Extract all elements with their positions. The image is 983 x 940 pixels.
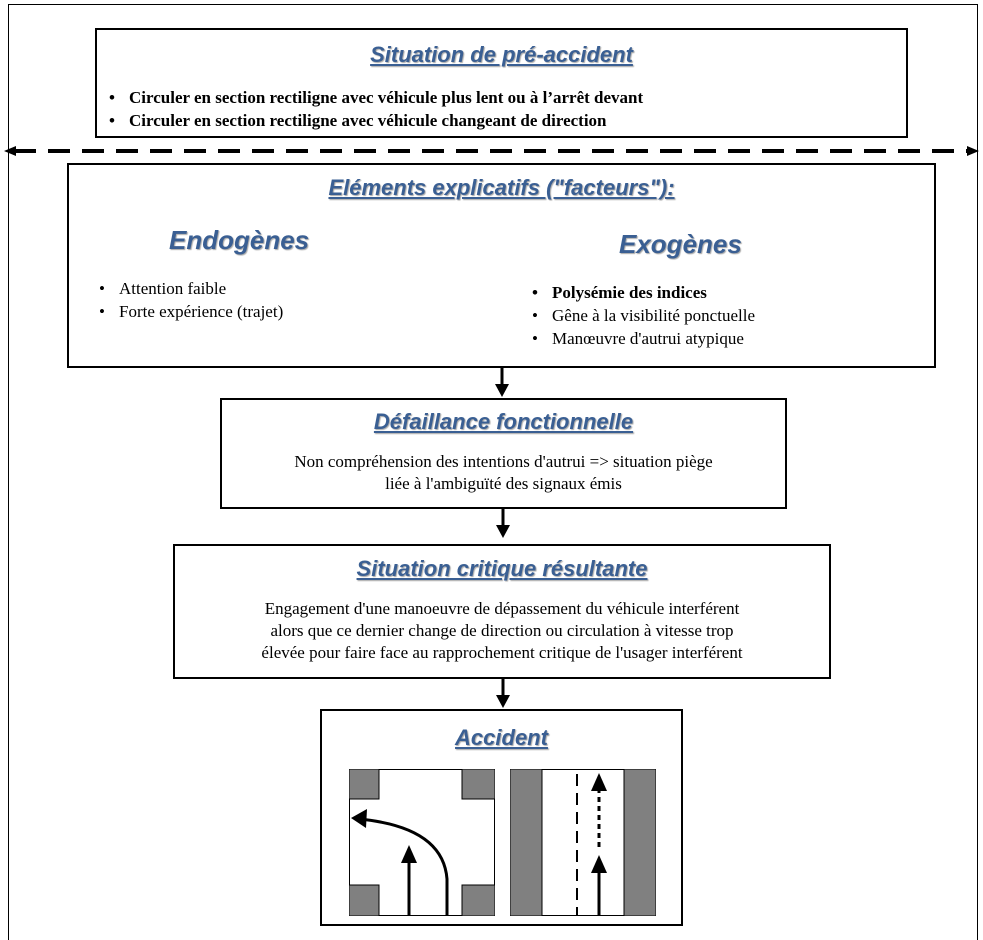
left-arrowhead-icon (4, 146, 16, 156)
failure-box: Défaillance fonctionnelle Non compréhens… (220, 398, 787, 509)
factors-box: Eléments explicatifs ("facteurs"): Endog… (67, 163, 936, 368)
arrow-down-icon (496, 679, 510, 708)
exogenous-title: Exogènes (619, 229, 742, 259)
accident-box: Accident (320, 709, 683, 926)
corner-block (349, 769, 380, 800)
failure-title: Défaillance fonctionnelle (373, 409, 634, 434)
overtaking-road-diagram (510, 769, 656, 916)
outer-frame (8, 4, 978, 940)
straight-arrowhead-icon (401, 845, 417, 863)
turn-path (358, 817, 449, 916)
exogenous-item-3: Manœuvre d'autrui atypique (524, 327, 755, 350)
critical-box: Situation critique résultante Engagement… (173, 544, 831, 679)
corner-block (461, 884, 495, 916)
exogenous-item-2: Gêne à la visibilité ponctuelle (524, 304, 755, 327)
right-arrowhead-icon (967, 146, 979, 156)
pre-accident-title: Situation de pré-accident (370, 42, 633, 67)
pre-accident-item-2: Circuler en section rectiligne avec véhi… (101, 109, 643, 132)
roadside-block (623, 769, 656, 916)
arrow-down-icon (496, 509, 510, 538)
arrow-down-icon (495, 368, 509, 397)
factors-title: Eléments explicatifs ("facteurs"): (328, 175, 675, 200)
corner-block (349, 884, 380, 916)
vehicle-arrowhead-icon (591, 855, 607, 873)
critical-text-line3: élevée pour faire face au rapprochement … (261, 643, 743, 662)
pre-accident-item-1: Circuler en section rectiligne avec véhi… (101, 86, 643, 109)
accident-title: Accident (455, 725, 548, 750)
intersection-turn-diagram (349, 769, 495, 916)
exogenous-list: Polysémie des indices Gêne à la visibili… (524, 281, 755, 350)
pre-accident-box: Situation de pré-accident Circuler en se… (95, 28, 908, 138)
exogenous-item-1: Polysémie des indices (524, 281, 755, 304)
turn-arrowhead-icon (351, 809, 367, 828)
critical-title: Situation critique résultante (356, 556, 648, 581)
dashed-separator (4, 146, 979, 156)
failure-text-line1: Non compréhension des intentions d'autru… (294, 452, 713, 471)
endogenous-item-2: Forte expérience (trajet) (91, 300, 283, 323)
roadside-block (510, 769, 543, 916)
endogenous-list: Attention faible Forte expérience (traje… (91, 277, 283, 323)
endogenous-title: Endogènes (169, 225, 310, 255)
endogenous-item-1: Attention faible (91, 277, 283, 300)
critical-text-line2: alors que ce dernier change de direction… (270, 621, 734, 640)
pre-accident-list: Circuler en section rectiligne avec véhi… (101, 86, 643, 132)
corner-block (461, 769, 495, 800)
dotted-arrowhead-icon (591, 773, 607, 791)
critical-text-line1: Engagement d'une manoeuvre de dépassemen… (264, 599, 740, 618)
failure-text-line2: liée à l'ambiguïté des signaux émis (385, 474, 622, 493)
